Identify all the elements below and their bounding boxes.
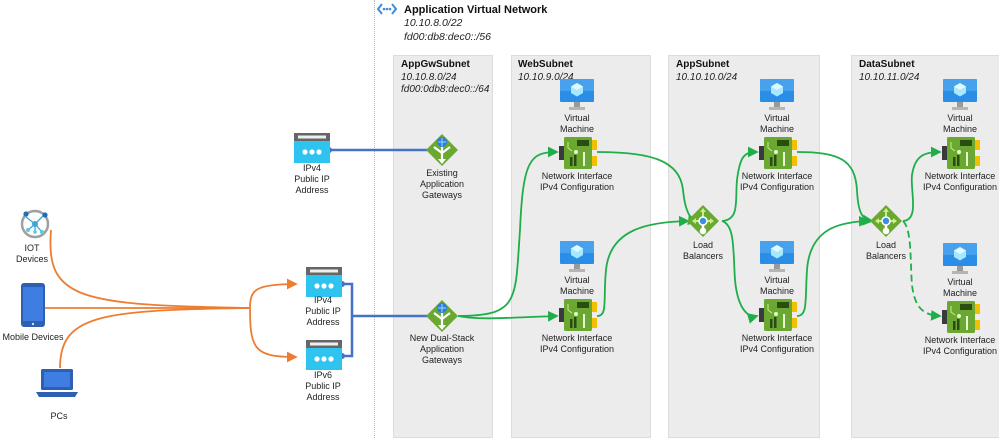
subnet-name: AppSubnet [676,59,730,70]
subnet-name: WebSubnet [518,59,573,70]
link-web-nic2-to-lb [596,215,690,317]
virtual-machine-icon [560,241,594,272]
network-interface-icon [559,299,597,331]
vnet-boundary [374,0,375,438]
subnet-name: DataSubnet [859,59,915,70]
link-gw-to-web-nic1 [457,146,559,317]
network-interface-icon [559,137,597,169]
link-pcs [59,307,251,369]
link-app-nic2-to-lb [796,215,870,317]
link-lb1-to-app-nic2 [721,220,759,324]
link-new-ipv4 [342,282,354,358]
link-lb2-to-data-nic2 [902,220,942,321]
virtual-network-icon [377,3,397,15]
subnet-name: AppGwSubnet [401,59,470,70]
vnet-title: Application Virtual Network [404,4,548,16]
link-to-ipv6 [249,307,298,363]
subnet-ipv4-cidr: 10.10.8.0/24 [401,72,457,83]
link-gw-to-web-nic2 [457,310,559,322]
iot-devices-icon [20,209,50,239]
mobile-devices-label: Mobile Devices [2,332,64,342]
virtual-machine-icon [943,243,977,274]
network-interface-icon [942,137,980,169]
link-lb1-to-app-nic1 [721,146,759,222]
public-ip-icon [294,133,330,163]
link-iot [49,229,251,309]
public-ip-icon [306,267,342,297]
laptop-icon [36,369,78,397]
subnet-ipv4-cidr: 10.10.9.0/24 [518,72,574,83]
application-gateway-icon [426,300,458,332]
link-to-ipv4 [249,278,298,309]
subnet-ipv4-cidr: 10.10.10.0/24 [676,72,738,83]
mobile-device-icon [21,283,45,327]
link-lb2-to-data-nic1 [902,146,942,222]
virtual-machine-icon [760,241,794,272]
virtual-machine-icon [760,79,794,110]
subnet-appgw: AppGwSubnet 10.10.8.0/24 fd00:0db8:dec0:… [393,55,493,438]
subnet-app: AppSubnet 10.10.10.0/24 [668,55,820,438]
network-interface-icon [759,137,797,169]
vnet-ipv6-cidr: fd00:db8:dec0::/56 [404,31,491,43]
load-balancer-icon [870,205,902,237]
public-ip-icon [306,340,342,370]
application-gateway-icon [426,134,458,166]
virtual-machine-icon [560,79,594,110]
pcs-label: PCs [50,411,68,421]
vnet-ipv4-cidr: 10.10.8.0/22 [404,17,463,29]
load-balancer-icon [687,205,719,237]
subnet-ipv6-cidr: fd00:0db8:dec0::/64 [401,84,490,95]
network-interface-icon [759,299,797,331]
subnet-ipv4-cidr: 10.10.11.0/24 [859,72,920,83]
link-web-nic1-to-lb [596,151,699,226]
virtual-machine-icon [943,79,977,110]
network-interface-icon [942,301,980,333]
